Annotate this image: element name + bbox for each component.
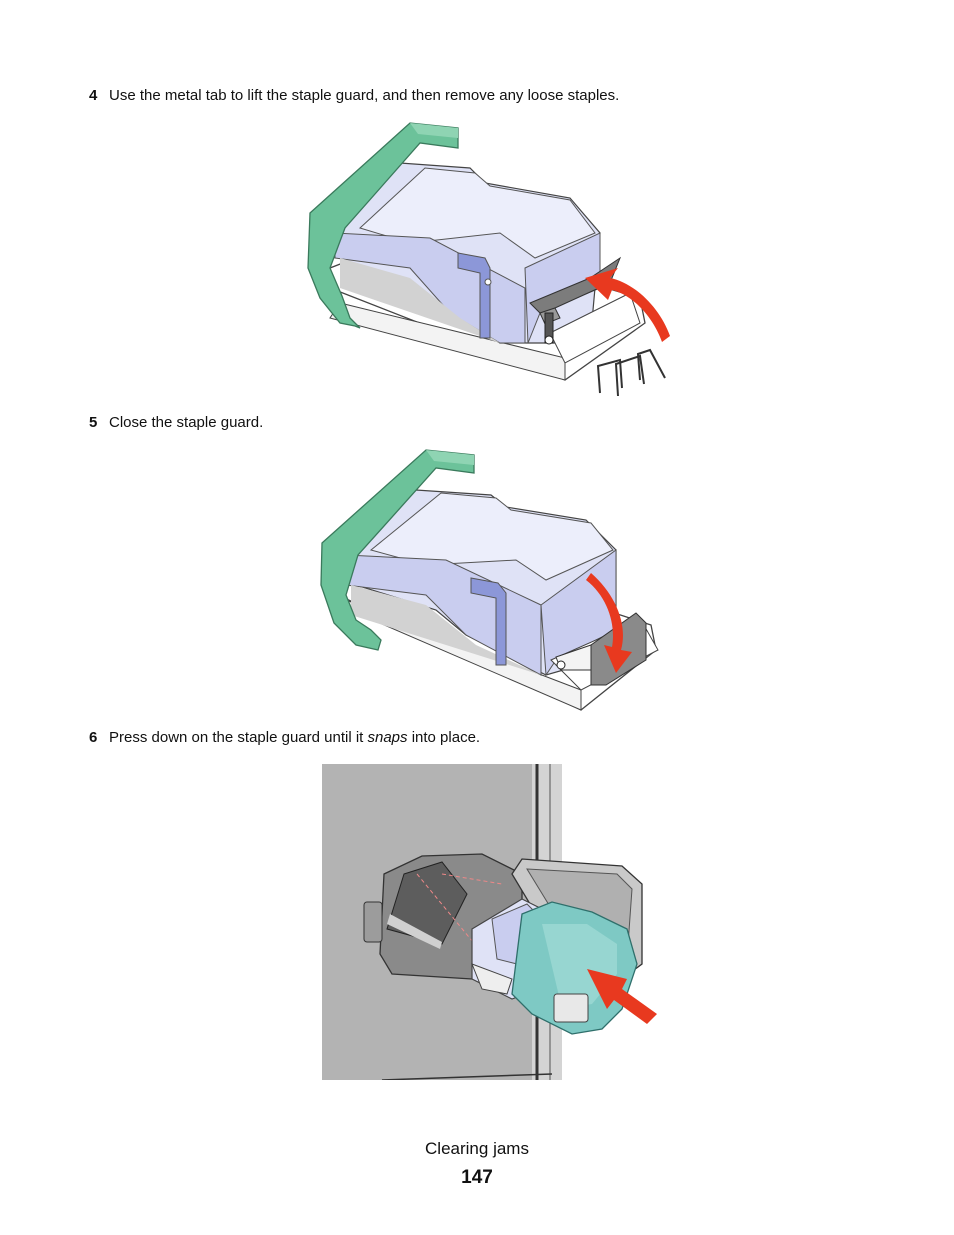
page-number: 147	[461, 1167, 493, 1188]
step-text-before: Press down on the staple guard until it	[109, 729, 368, 746]
staple-guard-snap-illustration	[322, 764, 657, 1080]
step-4: 4 Use the metal tab to lift the staple gu…	[89, 87, 619, 105]
step-number: 4	[89, 87, 98, 104]
step-5: 5 Close the staple guard.	[89, 414, 263, 432]
step-number: 6	[89, 729, 98, 746]
section-title: Clearing jams	[425, 1139, 529, 1158]
step-text-after: into place.	[407, 729, 481, 746]
staple-guard-close-illustration	[320, 449, 659, 711]
step-6: 6 Press down on the staple guard until it…	[89, 729, 480, 747]
step-number: 5	[89, 414, 98, 431]
step-text: Close the staple guard.	[109, 414, 264, 431]
step-text: Use the metal tab to lift the staple gua…	[109, 87, 620, 104]
staple-guard-lift-illustration	[307, 122, 670, 397]
step-text-emphasis: snaps	[367, 729, 408, 746]
